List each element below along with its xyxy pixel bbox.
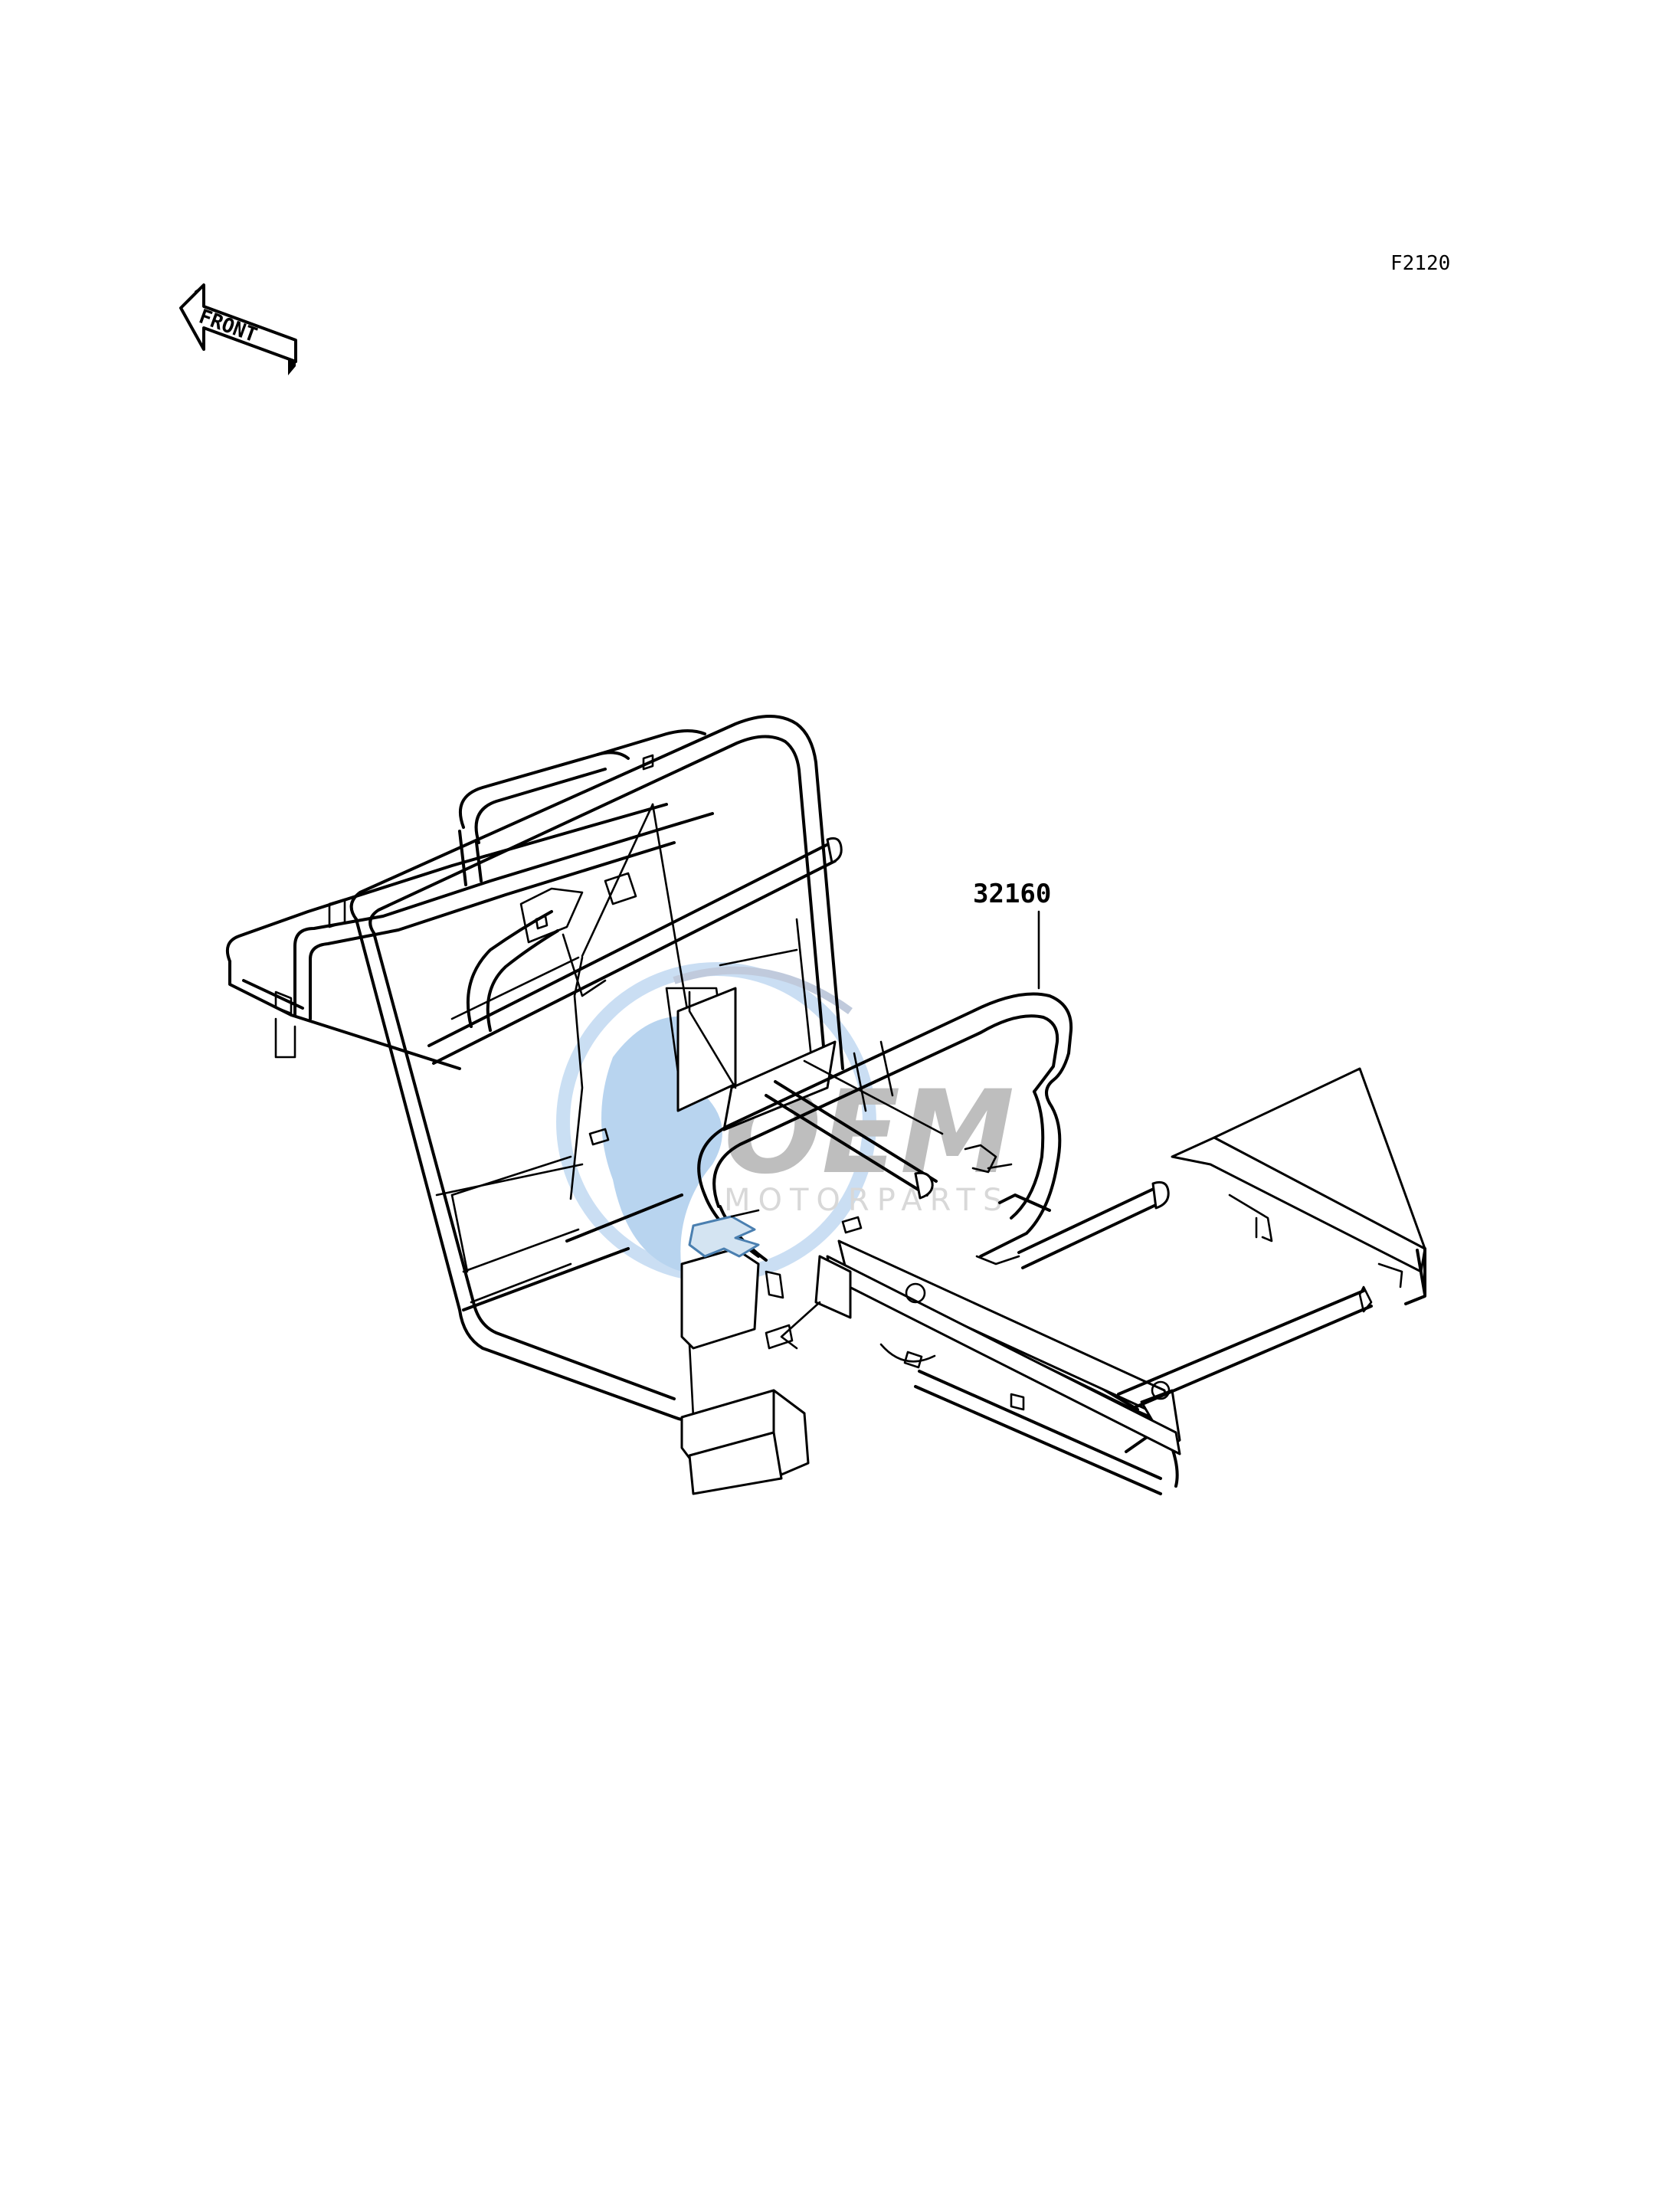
- part-number: 32160: [973, 879, 1051, 909]
- figure-code: F2120: [1390, 252, 1450, 275]
- watermark-tagline: MOTORPARTS: [724, 1183, 1010, 1218]
- front-arrow-icon: FRONT: [179, 283, 297, 375]
- part-callout: 32160: [973, 879, 1051, 990]
- vehicle-frame: [226, 715, 1426, 1495]
- front-label: FRONT: [196, 305, 260, 347]
